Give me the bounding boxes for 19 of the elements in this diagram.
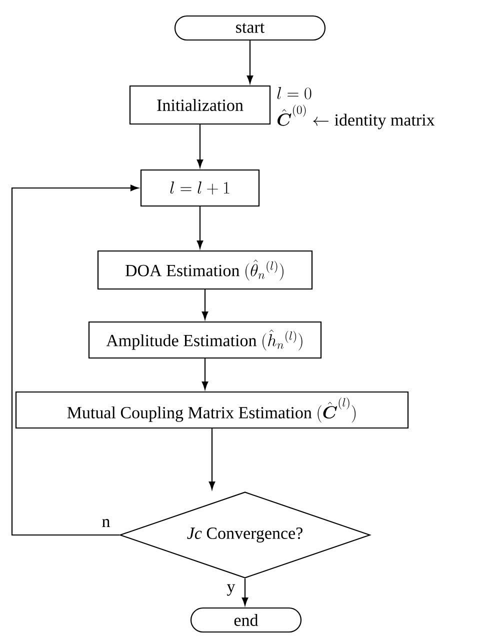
process-box: Initialization [129, 85, 271, 125]
process-box: $\text{Amplitude Estimation } (\hat{h}_n{}^{(l)})$ [88, 321, 322, 359]
arrow [246, 40, 254, 84]
terminal-box: start [174, 15, 326, 41]
arrow [196, 206, 204, 249]
arrow [242, 578, 248, 606]
edge-label: n [100, 518, 112, 528]
process-box: $\text{Mutual Coupling Matrix Estimation } (\hat{\boldsymbol{C}}^{(l)})$ [15, 391, 409, 429]
process-box: $l=l+1$ [140, 169, 260, 207]
arrow [11, 184, 139, 536]
terminal-box: end [190, 607, 302, 633]
note-text: $\hat{\boldsymbol{C}}^{(0)} \leftarrow \text{identity matrix}$ [278, 104, 435, 130]
arrow [202, 358, 208, 390]
edge-label: y [226, 583, 236, 597]
arrow [196, 124, 204, 168]
process-box: $\text{DOA Estimation } (\hat{\theta}_n{}^{(l)})$ [97, 250, 313, 290]
arrow [208, 428, 216, 490]
arrow [202, 290, 208, 320]
note-text: $l=0$ [277, 87, 312, 100]
